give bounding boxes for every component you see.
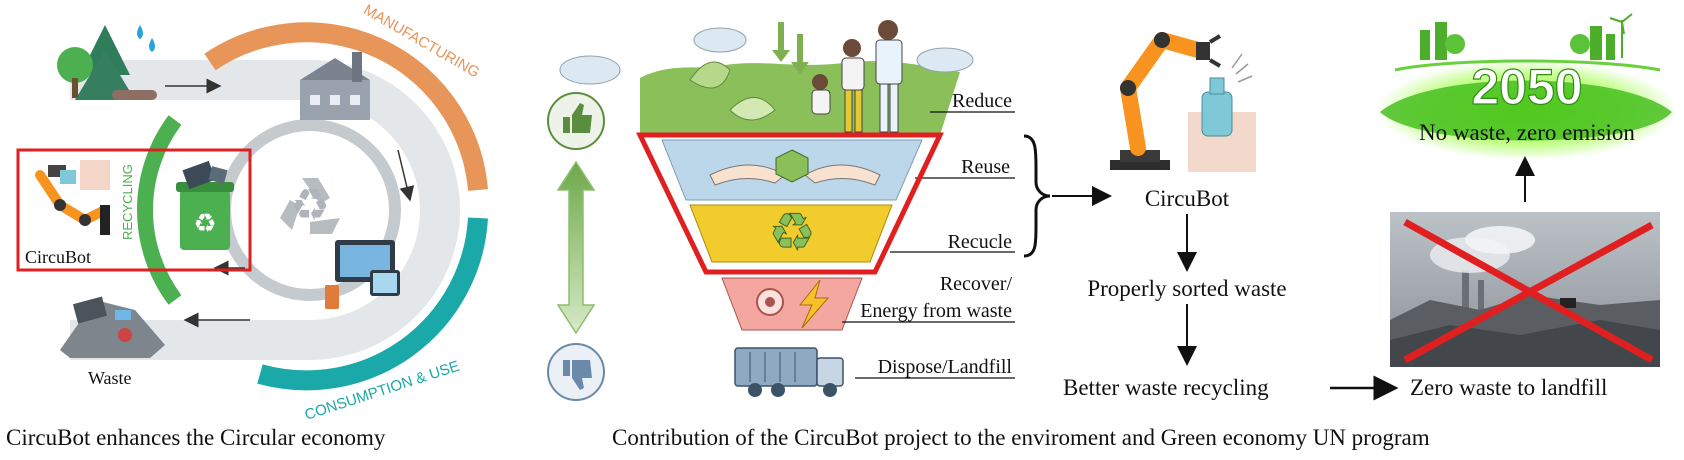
circubot-flow: CircuBot Properly sorted waste Better wa…	[1063, 13, 1677, 401]
svg-text:♻: ♻	[290, 181, 329, 230]
devices-icon	[325, 240, 400, 309]
factory-icon	[300, 52, 370, 120]
thumbs-down-icon	[547, 343, 605, 401]
circubot-label-left: CircuBot	[25, 247, 91, 267]
arrow-factory-down	[397, 149, 415, 202]
waste-pile-icon	[60, 296, 165, 358]
thumbs-up-icon	[547, 92, 605, 150]
level-recover-label-1: Recover/	[940, 273, 1013, 295]
step-sorted-label: Properly sorted waste	[1087, 276, 1286, 301]
recycling-bin-icon: ♻	[176, 160, 234, 250]
reuse-recycle-brace	[1023, 134, 1051, 258]
goal-text: No waste, zero emision	[1419, 120, 1635, 145]
step-zero-label: Zero waste to landfill	[1410, 375, 1607, 400]
recycling-label: RECYCLING	[120, 164, 135, 240]
circular-economy-panel: MANUFACTURING CONSUMPTION & USE RECYCLIN…	[6, 1, 488, 450]
red-cross-icon	[1403, 218, 1654, 364]
reduce-level	[559, 20, 974, 135]
manufacturing-arc	[204, 22, 488, 191]
level-reuse-label: Reuse	[961, 156, 1010, 178]
waste-hierarchy-panel: Reduce Reuse ♻ Recucle Recover/ Energy f…	[547, 20, 1430, 450]
circubot-robot-large	[1110, 32, 1256, 172]
good-bad-double-arrow	[556, 160, 596, 335]
level-reduce-label: Reduce	[952, 90, 1012, 112]
recycling-arc	[137, 115, 182, 305]
circubot-robot-small	[35, 160, 110, 235]
waste-label: Waste	[88, 368, 132, 388]
green-city-2050-graphic	[1377, 13, 1677, 160]
middle-caption: Contribution of the CircuBot project to …	[612, 425, 1430, 450]
recycle-level: ♻	[689, 204, 893, 263]
step-recycling-label: Better waste recycling	[1063, 375, 1269, 400]
reuse-recycle-highlight	[636, 132, 944, 275]
left-caption: CircuBot enhances the Circular economy	[6, 425, 386, 450]
garbage-truck-icon	[734, 347, 844, 397]
reuse-level	[661, 139, 923, 201]
consumption-arc	[257, 217, 488, 391]
level-recover-label-2: Energy from waste	[860, 300, 1012, 322]
level-recycle-label: Recucle	[948, 231, 1013, 253]
nature-resources-icon	[57, 25, 157, 100]
circubot-highlight-box	[16, 148, 252, 272]
circubot-label-right: CircuBot	[1145, 186, 1230, 211]
svg-text:♻: ♻	[193, 209, 216, 238]
recover-level	[721, 277, 863, 331]
level-dispose-label: Dispose/Landfill	[878, 356, 1013, 378]
recycle-icon: ♻	[280, 178, 340, 234]
goal-year: 2050	[1471, 59, 1582, 115]
svg-text:♻: ♻	[769, 205, 816, 262]
